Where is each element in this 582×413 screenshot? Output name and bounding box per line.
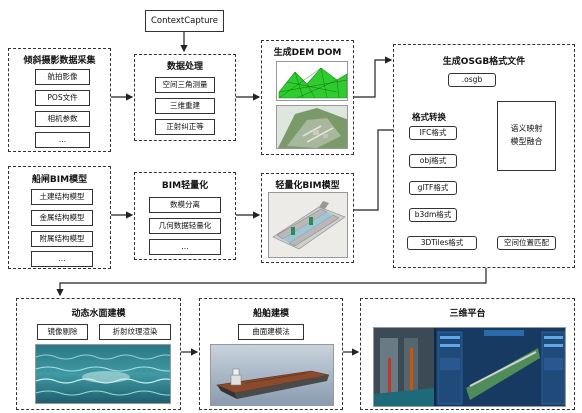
water-surface-image bbox=[35, 344, 171, 404]
water-modeling-title: 动态水面建模 bbox=[71, 309, 126, 319]
ship-lock-bim-title: 船闸BIM模型 bbox=[31, 175, 88, 185]
oblique-photo-title: 倾斜摄影数据采集 bbox=[23, 56, 96, 66]
dem-mesh-image bbox=[276, 61, 348, 101]
water-modeling-group: 动态水面建模 镜像剔除 折射纹理渲染 bbox=[16, 298, 181, 410]
data-proc-item: 空间三角测量 bbox=[155, 77, 215, 93]
vessel-modeling-group: 船舶建模 曲面建模法 bbox=[199, 298, 343, 410]
oblique-photo-group: 倾斜摄影数据采集 航拍影像 POS文件 相机参数 ... bbox=[8, 48, 111, 152]
oblique-item: 相机参数 bbox=[35, 111, 90, 127]
format-item: b3dm格式 bbox=[409, 208, 457, 222]
ship-bim-item: 附属结构模型 bbox=[31, 231, 93, 247]
light-bim-model-title: 轻量化BIM模型 bbox=[275, 181, 340, 191]
semantic-fusion-box: 语义映射 模型融合 bbox=[497, 101, 556, 171]
bim-light-item: 几何数据轻量化 bbox=[149, 218, 221, 234]
osgb-file-box: .osgb bbox=[448, 73, 496, 87]
platform-title: 三维平台 bbox=[449, 309, 486, 319]
oblique-item: ... bbox=[35, 132, 90, 148]
format-item: IFC格式 bbox=[409, 126, 457, 140]
bim-light-item: 数模分离 bbox=[149, 197, 221, 213]
vessel-image bbox=[210, 344, 334, 406]
context-capture-box: ContextCapture bbox=[145, 10, 224, 32]
data-processing-title: 数据处理 bbox=[166, 62, 203, 72]
format-item: obj格式 bbox=[409, 154, 457, 168]
format-conversion-title: 格式转换 bbox=[412, 113, 447, 123]
platform-group: 三维平台 bbox=[360, 298, 575, 410]
ship-lock-bim-group: 船闸BIM模型 土建结构模型 金属结构模型 附属结构模型 ... bbox=[8, 166, 111, 269]
bim-lightweight-title: BIM轻量化 bbox=[161, 181, 209, 191]
bim-light-item: ... bbox=[149, 239, 221, 255]
vessel-item: 曲面建模法 bbox=[238, 324, 304, 340]
vessel-modeling-title: 船舶建模 bbox=[252, 309, 289, 319]
ship-bim-item: ... bbox=[31, 251, 93, 267]
dem-dom-group: 生成DEM DOM bbox=[261, 40, 354, 155]
water-item: 镜像剔除 bbox=[37, 324, 88, 340]
oblique-item: 航拍影像 bbox=[35, 69, 90, 85]
data-proc-item: 正射纠正等 bbox=[155, 119, 215, 135]
oblique-item: POS文件 bbox=[35, 90, 90, 106]
format-item: glTF格式 bbox=[409, 181, 457, 195]
bim-lightweight-group: BIM轻量化 数模分离 几何数据轻量化 ... bbox=[134, 172, 236, 260]
osgb-title: 生成OSGB格式文件 bbox=[442, 57, 526, 67]
water-item: 折射纹理渲染 bbox=[99, 324, 171, 340]
dom-aerial-image bbox=[276, 105, 348, 149]
bim-model-image bbox=[268, 192, 348, 258]
platform-screenshot bbox=[373, 327, 566, 407]
data-processing-group: 数据处理 空间三角测量 三维重建 正射纠正等 bbox=[134, 54, 236, 141]
data-proc-item: 三维重建 bbox=[155, 98, 215, 114]
light-bim-model-group: 轻量化BIM模型 bbox=[261, 173, 354, 263]
format-item: 3DTiles格式 bbox=[407, 236, 477, 250]
osgb-conversion-group: 生成OSGB格式文件 .osgb 格式转换 IFC格式 obj格式 glTF格式… bbox=[393, 44, 575, 268]
dem-dom-title: 生成DEM DOM bbox=[273, 48, 342, 58]
spatial-match-box: 空间位置匹配 bbox=[497, 236, 556, 250]
ship-bim-item: 金属结构模型 bbox=[31, 210, 93, 226]
ship-bim-item: 土建结构模型 bbox=[31, 189, 93, 205]
